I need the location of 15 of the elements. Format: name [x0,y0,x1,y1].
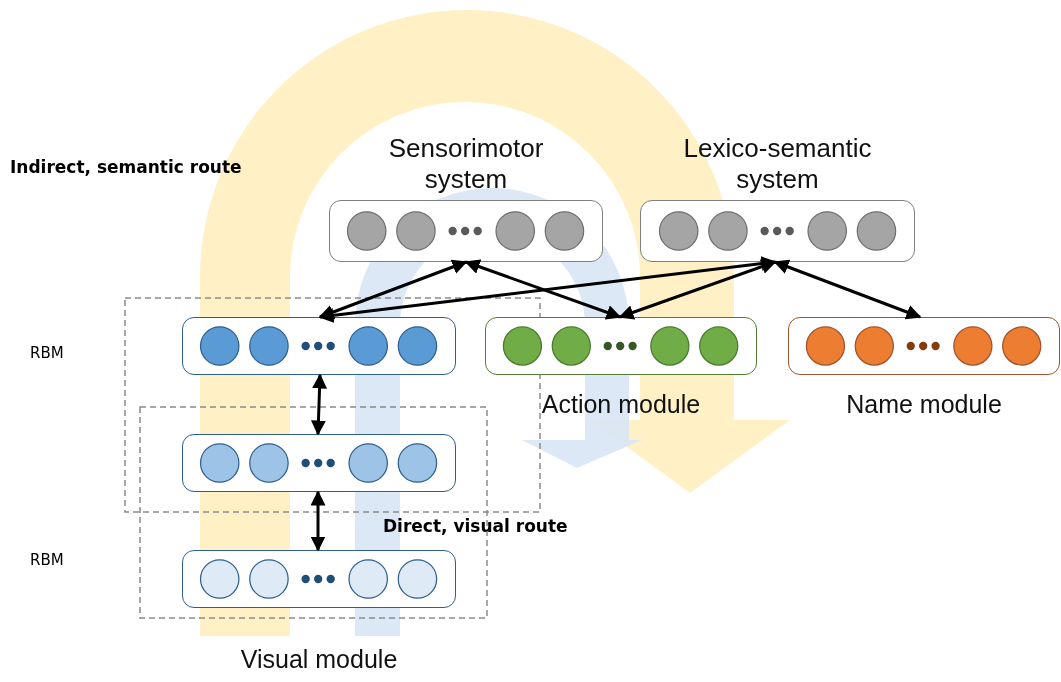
arrow [618,259,777,320]
arrow [773,259,922,320]
arrow [318,259,468,320]
route-label: Indirect, semantic route [10,157,242,177]
module-label: Sensorimotor system [387,132,545,195]
arrow [310,490,326,552]
arrow [464,259,622,320]
arrow [310,373,328,436]
group-label: RBM [30,551,64,569]
route-label: Direct, visual route [383,516,568,536]
module-label: Action module [540,390,702,419]
module-label: Name module [845,390,1003,419]
group-label: RBM [30,344,64,362]
module-label: Lexico-semantic system [682,132,873,195]
module-label: Visual module [239,645,399,674]
